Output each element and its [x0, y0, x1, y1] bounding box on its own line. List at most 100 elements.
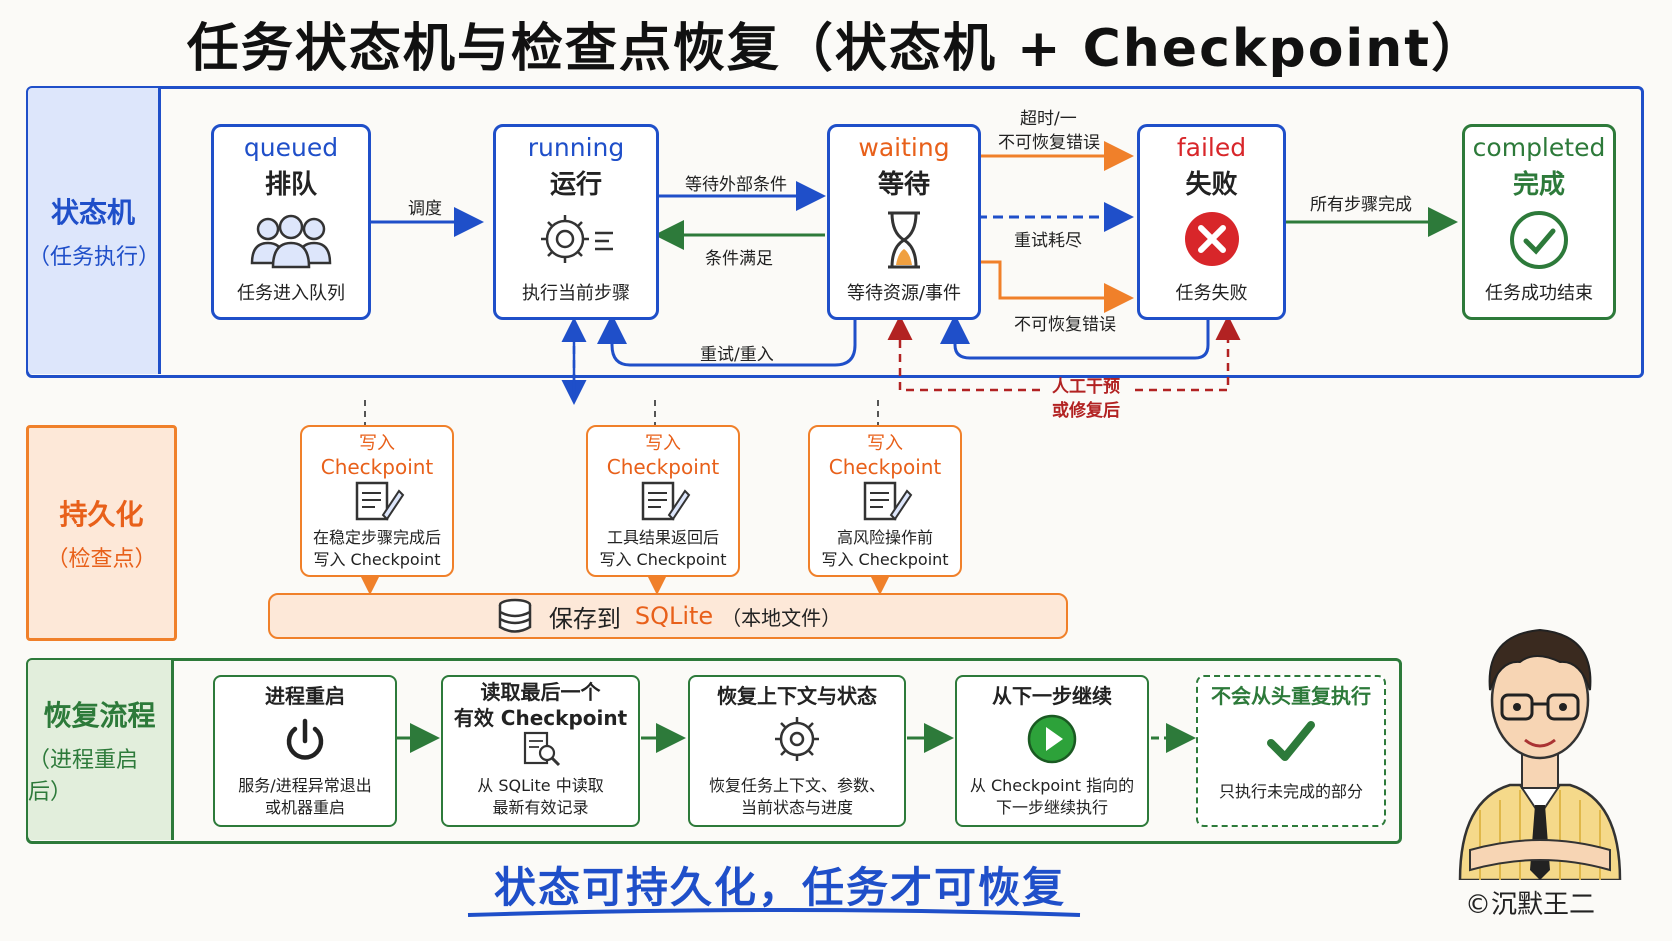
- state-queued-zh: 排队: [264, 170, 317, 200]
- label-all-steps-done: 所有步骤完成: [1310, 195, 1412, 215]
- checkpoint-3-title: 写入: [867, 433, 903, 454]
- state-machine-band: [26, 86, 1644, 378]
- state-completed-en: completed: [1472, 133, 1606, 162]
- checkpoint-2-name: Checkpoint: [606, 455, 720, 479]
- checkpoint-2-desc-2: 写入 Checkpoint: [599, 550, 727, 569]
- recovery-title: 恢复流程: [43, 699, 156, 732]
- state-completed-desc: 任务成功结束: [1485, 283, 1593, 304]
- document-edit-icon: [641, 481, 691, 521]
- restore-gear-icon: [775, 717, 819, 761]
- slogan-underline: [467, 908, 1081, 917]
- credit: ©沉默王二: [1464, 890, 1595, 920]
- recovery-step-3-title: 恢复上下文与状态: [717, 684, 877, 708]
- sqlite-suffix: （本地文件）: [721, 605, 842, 630]
- recovery-step-1: 进程重启 服务/进程异常退出 或机器重启: [213, 675, 397, 827]
- label-condition-met: 条件满足: [705, 249, 773, 269]
- sqlite-name: SQLite: [634, 602, 714, 630]
- error-icon: [1184, 212, 1239, 266]
- label-schedule: 调度: [408, 199, 442, 219]
- check-circle-icon: [1510, 211, 1568, 269]
- label-timeout-1: 超时/一: [1020, 109, 1077, 129]
- database-icon: [498, 598, 532, 633]
- sqlite-prefix: 保存到: [548, 604, 621, 633]
- page-title: 任务状态机与检查点恢复（状态机 + Checkpoint）: [186, 19, 1486, 79]
- arrow-retry-reentry: [597, 314, 857, 367]
- checkpoint-3-desc-1: 高风险操作前: [836, 528, 933, 547]
- checkpoint-3-name: Checkpoint: [828, 455, 942, 479]
- state-waiting: waiting 等待 等待资源/事件: [827, 124, 981, 320]
- recovery-step-2-title: 读取最后一个: [480, 680, 601, 704]
- label-timeout-2: 不可恢复错误: [998, 133, 1100, 153]
- recovery-subtitle: （进程重启后）: [28, 748, 139, 805]
- checkpoint-3-desc-2: 写入 Checkpoint: [821, 550, 949, 569]
- arrow-failed-back: [940, 314, 1210, 360]
- state-machine-title: 状态机: [50, 196, 135, 229]
- document-search-icon: [523, 731, 560, 767]
- checkpoint-2-desc-1: 工具结果返回后: [606, 528, 719, 547]
- recovery-step-4-desc-1: 从 Checkpoint 指向的: [969, 776, 1135, 795]
- power-icon: [286, 718, 324, 760]
- hourglass-icon: [888, 211, 920, 269]
- state-running-en: running: [527, 133, 625, 162]
- state-queued-en: queued: [243, 133, 339, 162]
- slogan: 状态可持久化，任务才可恢复: [493, 863, 1066, 912]
- recovery-band: [26, 658, 1402, 844]
- state-waiting-en: waiting: [858, 133, 950, 162]
- state-running: running 运行 执行当前步骤: [493, 124, 659, 320]
- sqlite-storage-bar: 保存到 SQLite （本地文件）: [268, 593, 1068, 639]
- users-icon: [250, 214, 332, 269]
- state-running-zh: 运行: [549, 170, 602, 200]
- state-completed-zh: 完成: [1512, 170, 1565, 200]
- state-machine-label: 状态机 （任务执行）: [28, 88, 161, 374]
- recovery-step-5-desc-1: 只执行未完成的部分: [1218, 782, 1363, 801]
- checkpoint-1-desc-2: 写入 Checkpoint: [313, 550, 441, 569]
- checkpoint-card-2: 写入 Checkpoint 工具结果返回后 写入 Checkpoint: [586, 425, 740, 577]
- label-retries-exhausted: 重试耗尽: [1014, 231, 1082, 251]
- arrow-manual-right: [1135, 315, 1241, 392]
- avatar: [1458, 628, 1622, 880]
- state-failed-desc: 任务失败: [1175, 283, 1248, 304]
- document-edit-icon: [355, 481, 405, 521]
- recovery-step-2: 读取最后一个 有效 Checkpoint 从 SQLite 中读取 最新有效记录: [441, 675, 640, 827]
- arrow-manual-left: [887, 315, 1040, 392]
- state-running-desc: 执行当前步骤: [522, 283, 630, 304]
- recovery-step-2-desc-1: 从 SQLite 中读取: [477, 776, 604, 795]
- gear-icon: [541, 215, 613, 263]
- state-waiting-zh: 等待: [877, 170, 930, 200]
- label-manual-1: 人工干预: [1052, 377, 1120, 397]
- state-failed: failed 失败 任务失败: [1137, 124, 1286, 320]
- recovery-step-2-title-2: 有效 Checkpoint: [453, 706, 628, 730]
- state-failed-en: failed: [1176, 133, 1247, 162]
- document-edit-icon: [863, 481, 913, 521]
- recovery-step-3-desc-2: 当前状态与进度: [740, 798, 853, 817]
- persistence-label: 持久化 （检查点）: [26, 425, 177, 641]
- label-manual-2: 或修复后: [1052, 401, 1120, 421]
- play-icon: [1027, 714, 1077, 764]
- label-retry-reentry: 重试/重入: [700, 345, 774, 365]
- state-queued: queued 排队 任务进入队列: [211, 124, 371, 320]
- state-waiting-desc: 等待资源/事件: [846, 283, 962, 304]
- recovery-step-3-desc-1: 恢复任务上下文、参数、: [708, 776, 885, 795]
- state-failed-zh: 失败: [1185, 170, 1238, 200]
- recovery-step-1-title: 进程重启: [265, 684, 345, 708]
- recovery-label: 恢复流程 （进程重启后）: [28, 660, 174, 840]
- recovery-step-4-title: 从下一步继续: [992, 684, 1112, 708]
- state-machine-subtitle: （任务执行）: [28, 245, 161, 270]
- recovery-step-2-desc-2: 最新有效记录: [492, 798, 589, 817]
- recovery-step-1-desc-1: 服务/进程异常退出: [238, 776, 372, 795]
- persistence-subtitle: （检查点）: [46, 547, 157, 572]
- recovery-step-5-title: 不会从头重复执行: [1211, 684, 1371, 708]
- label-wait-external: 等待外部条件: [685, 175, 787, 195]
- checkpoint-1-name: Checkpoint: [320, 455, 434, 479]
- label-unrecoverable: 不可恢复错误: [1014, 315, 1116, 335]
- checkpoint-1-desc-1: 在稳定步骤完成后: [312, 528, 441, 547]
- recovery-step-5: 不会从头重复执行 只执行未完成的部分: [1196, 675, 1386, 827]
- checkpoint-card-3: 写入 Checkpoint 高风险操作前 写入 Checkpoint: [808, 425, 962, 577]
- recovery-step-4: 从下一步继续 从 Checkpoint 指向的 下一步继续执行: [955, 675, 1149, 827]
- checkpoint-card-1: 写入 Checkpoint 在稳定步骤完成后 写入 Checkpoint: [300, 425, 454, 577]
- checkpoint-1-title: 写入: [359, 433, 395, 454]
- check-icon: [1267, 721, 1315, 761]
- checkpoint-2-title: 写入: [645, 433, 681, 454]
- state-queued-desc: 任务进入队列: [237, 283, 345, 304]
